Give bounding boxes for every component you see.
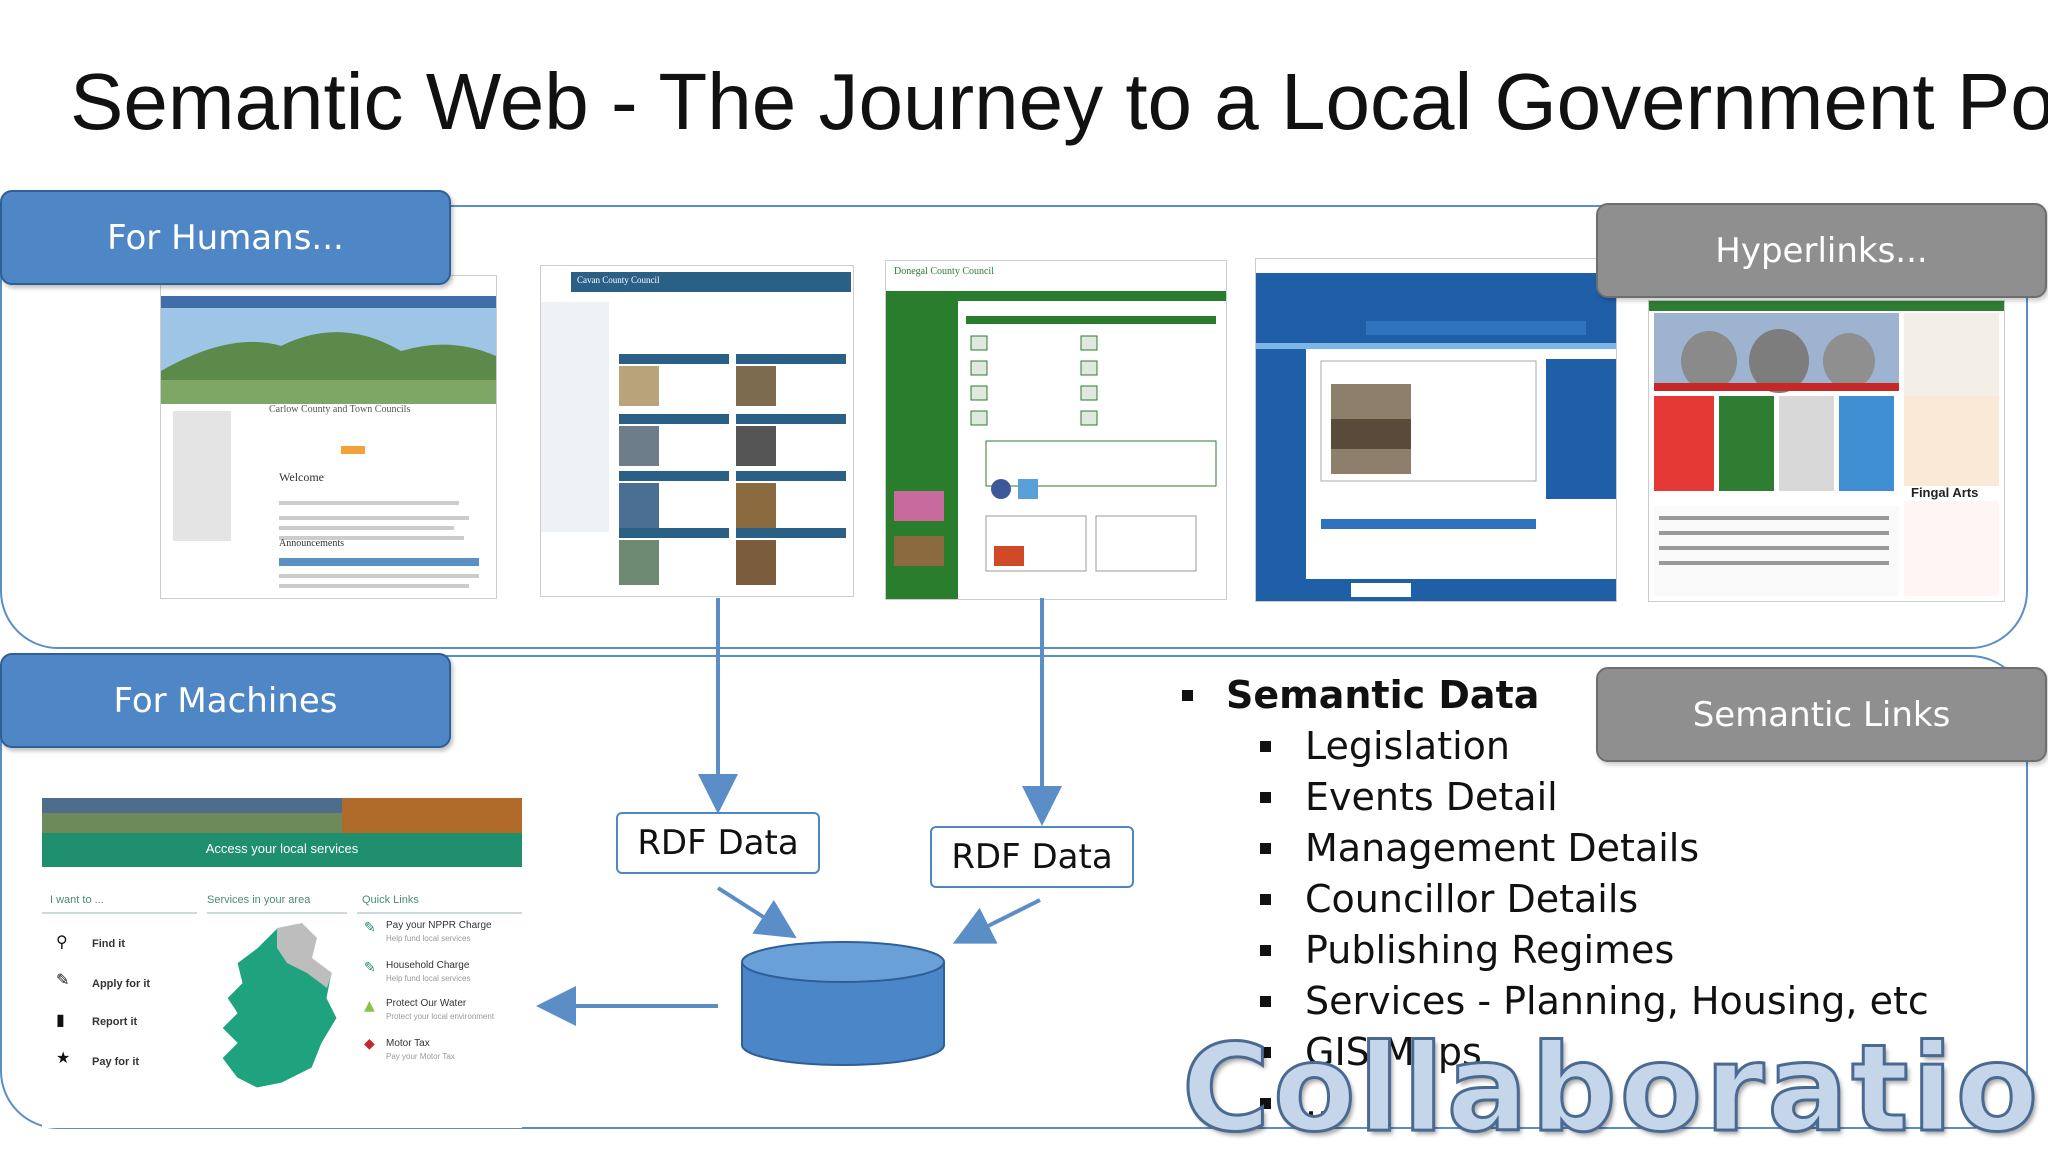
bullet-icon bbox=[1182, 690, 1193, 701]
semantic-item-gis: GIS Maps bbox=[1180, 1027, 1929, 1078]
quicklink-water[interactable]: Protect Our Water bbox=[386, 998, 467, 1009]
household-icon: ✎ bbox=[364, 960, 376, 976]
carlow-website-graphic bbox=[161, 296, 496, 588]
galway-website-graphic bbox=[1256, 259, 1616, 601]
slide-title: Semantic Web - The Journey to a Local Go… bbox=[70, 57, 2048, 146]
rdf-data-box-1: RDF Data bbox=[616, 812, 820, 874]
hyperlinks-label: Hyperlinks... bbox=[1596, 203, 2047, 298]
donegal-name: Donegal County Council bbox=[894, 266, 994, 277]
portal-action-report[interactable]: Report it bbox=[92, 1016, 138, 1028]
portal-col-want: I want to ... bbox=[50, 894, 104, 906]
bullet-icon bbox=[1260, 945, 1271, 956]
quicklink-nppr-sub: Help fund local services bbox=[386, 934, 471, 943]
quicklink-household-sub: Help fund local services bbox=[386, 974, 471, 983]
pay-icon[interactable]: ★ bbox=[56, 1048, 71, 1067]
cavan-website-screenshot: Cavan County Council bbox=[540, 265, 854, 597]
semantic-item-more: ... bbox=[1180, 1078, 1929, 1129]
cavan-name: Cavan County Council bbox=[577, 275, 660, 285]
local-services-portal-screenshot: Access your local services I want to ...… bbox=[42, 798, 522, 1128]
portal-graphic bbox=[42, 798, 522, 1089]
bullet-icon bbox=[1260, 792, 1271, 803]
bullet-icon bbox=[1260, 741, 1271, 752]
carlow-announcements: Announcements bbox=[279, 538, 344, 549]
bullet-icon bbox=[1260, 1098, 1271, 1109]
fingal-arts-label: Fingal Arts bbox=[1911, 485, 1979, 500]
fingal-website-screenshot: Fingal Arts bbox=[1648, 300, 2005, 602]
donegal-website-graphic bbox=[886, 261, 1226, 599]
bullet-icon bbox=[1260, 894, 1271, 905]
portal-col-services: Services in your area bbox=[207, 894, 311, 906]
bullet-icon bbox=[1260, 843, 1271, 854]
carlow-website-screenshot: Carlow County and Town Councils Welcome … bbox=[160, 275, 497, 599]
semantic-item-management: Management Details bbox=[1180, 823, 1929, 874]
semantic-item-events: Events Detail bbox=[1180, 772, 1929, 823]
bullet-icon bbox=[1260, 1047, 1271, 1058]
semantic-data-list: Semantic Data Legislation Events Detail … bbox=[1180, 670, 1929, 1129]
semantic-links-label: Semantic Links bbox=[1596, 667, 2047, 762]
quicklink-water-sub: Protect your local environment bbox=[386, 1012, 495, 1021]
cavan-website-graphic bbox=[541, 266, 853, 585]
collaboration-overlay-text: Collaboration bbox=[1181, 1020, 2048, 1159]
report-icon[interactable]: ▮ bbox=[56, 1010, 65, 1029]
find-icon[interactable]: ⚲ bbox=[56, 932, 68, 951]
quicklink-nppr[interactable]: Pay your NPPR Charge bbox=[386, 920, 492, 931]
quicklink-household[interactable]: Household Charge bbox=[386, 960, 470, 971]
semantic-item-publishing: Publishing Regimes bbox=[1180, 925, 1929, 976]
bullet-icon bbox=[1260, 996, 1271, 1007]
portal-action-find[interactable]: Find it bbox=[92, 938, 125, 950]
portal-col-quicklinks: Quick Links bbox=[362, 894, 419, 906]
galway-website-screenshot bbox=[1255, 258, 1617, 602]
nppr-icon: ✎ bbox=[364, 920, 376, 936]
semantic-data-heading: Semantic Data bbox=[1180, 670, 1929, 721]
donegal-website-screenshot: Donegal County Council bbox=[885, 260, 1227, 600]
fingal-website-graphic bbox=[1649, 301, 2004, 596]
carlow-welcome: Welcome bbox=[279, 470, 325, 484]
portal-action-apply[interactable]: Apply for it bbox=[92, 978, 151, 990]
portal-banner-text: Access your local services bbox=[205, 841, 359, 856]
semantic-item-services: Services - Planning, Housing, etc bbox=[1180, 976, 1929, 1027]
motor-tax-icon: ◆ bbox=[364, 1036, 375, 1052]
rdf-data-box-2: RDF Data bbox=[930, 826, 1134, 888]
for-machines-label: For Machines bbox=[0, 653, 451, 748]
quicklink-motortax[interactable]: Motor Tax bbox=[386, 1038, 430, 1049]
semantic-item-councillor: Councillor Details bbox=[1180, 874, 1929, 925]
water-icon: ▲ bbox=[364, 998, 375, 1014]
portal-action-pay[interactable]: Pay for it bbox=[92, 1056, 140, 1068]
title-clip: Semantic Web - The Journey to a Local Go… bbox=[0, 0, 2048, 196]
quicklink-motortax-sub: Pay your Motor Tax bbox=[386, 1052, 455, 1061]
semantic-item-legislation: Legislation bbox=[1180, 721, 1929, 772]
carlow-heading: Carlow County and Town Councils bbox=[269, 404, 411, 415]
for-humans-label: For Humans... bbox=[0, 190, 451, 285]
apply-icon[interactable]: ✎ bbox=[56, 970, 70, 989]
